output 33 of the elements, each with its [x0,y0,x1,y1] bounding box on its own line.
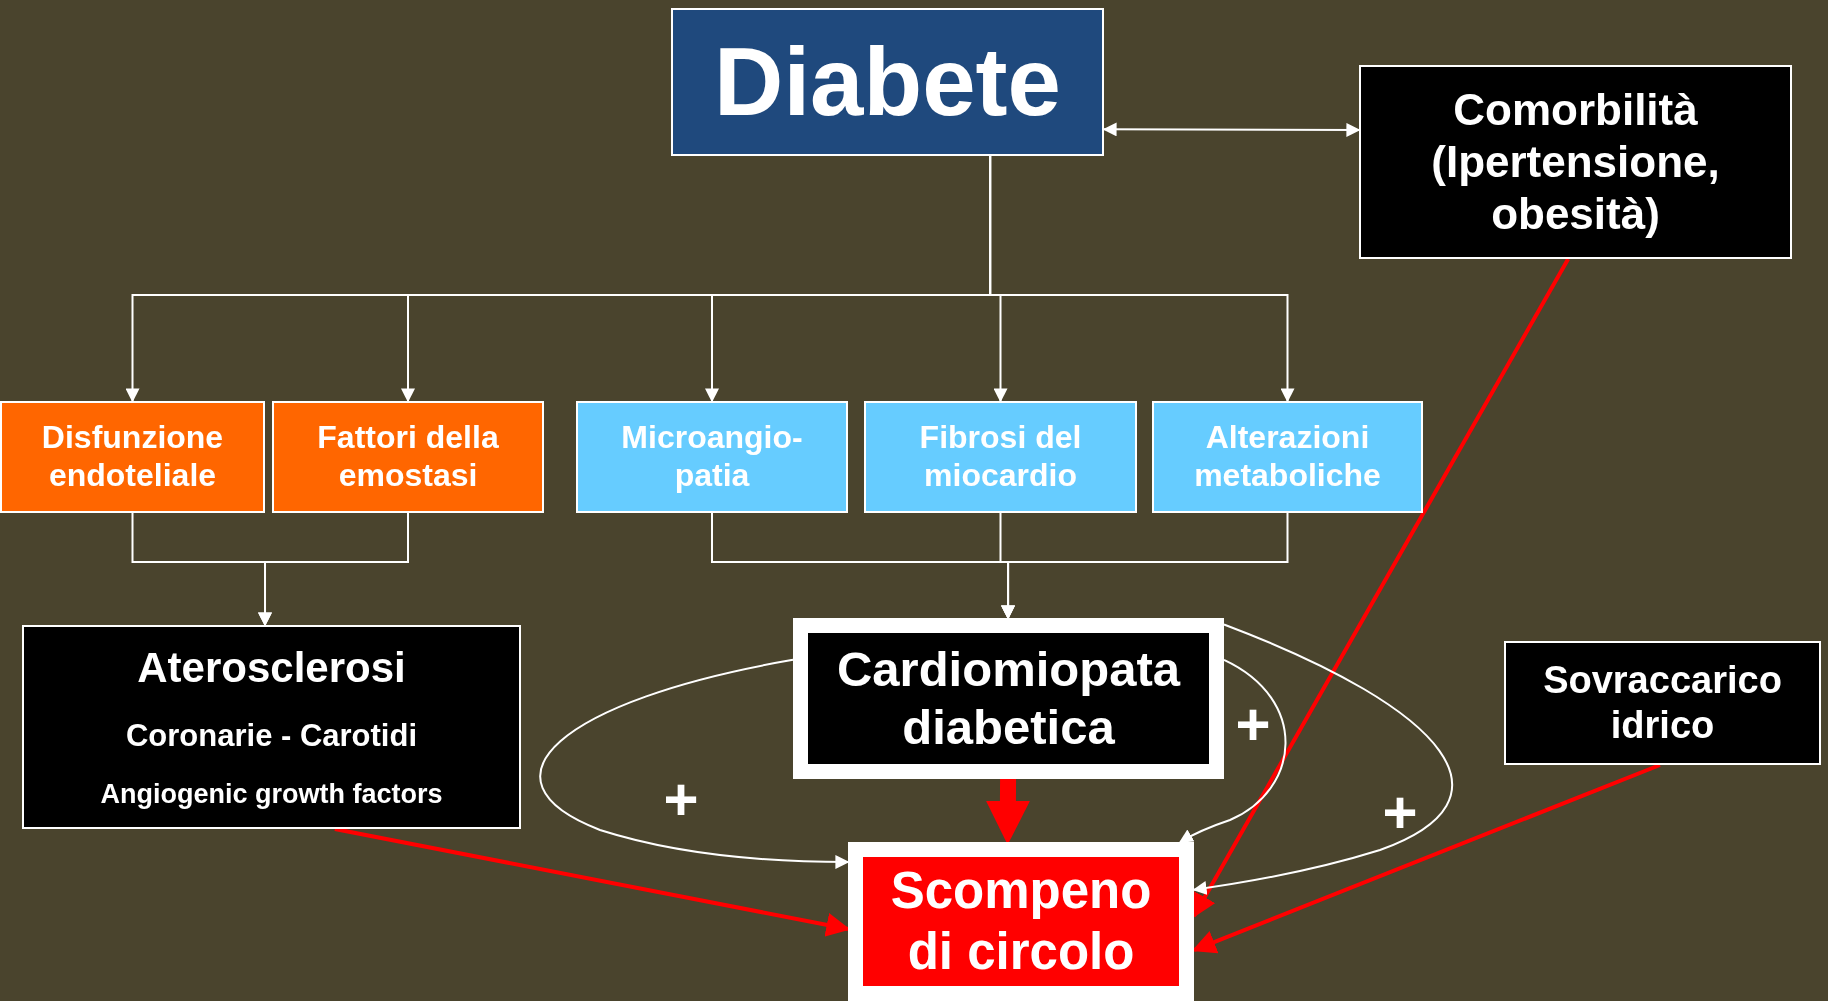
edge-label: + [1235,695,1271,755]
process-box [0,401,265,513]
process-box [1359,65,1792,259]
title-box [671,8,1104,156]
arrow [1178,658,1287,843]
node-title: Fattori della emostasi [316,419,500,495]
edge-label: + [663,770,699,830]
node-title: Scompeno di circolo [889,861,1153,982]
node-title: Diabete [714,27,1061,138]
process-box [1152,401,1423,513]
node-text: Angiogenic growth factors [100,778,443,811]
process-box [576,401,848,513]
node-title: Disfunzione endoteliale [40,419,225,495]
process-box [272,401,544,513]
arrow [1192,258,1570,918]
node-title: Comorbilità (Ipertensione, obesità) [1430,84,1721,240]
arrow [1001,512,1289,620]
node-title: Aterosclerosi [137,643,406,693]
edge-label: + [1382,783,1418,843]
node-title: Fibrosi del miocardio [918,419,1083,495]
process-box [864,401,1137,513]
process-box [22,625,521,829]
node-title: Alterazioni metaboliche [1193,419,1382,495]
process-box [793,618,1224,779]
arrow [989,155,1295,403]
node-title: Sovraccarico idrico [1542,658,1783,748]
node-title: Cardiomiopata diabetica [835,640,1182,756]
process-box [1504,641,1821,765]
arrow [539,658,850,869]
arrow [258,512,409,627]
node-text: Coronarie - Carotidi [125,717,418,755]
node-title: Microangio- patia [620,419,804,495]
outcome-box [848,842,1194,1001]
